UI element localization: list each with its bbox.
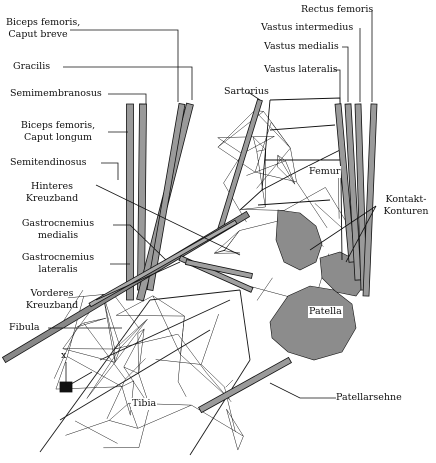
- leader-biceps-breve: [70, 29, 179, 102]
- contact-contour-femur: [275, 209, 323, 271]
- tendon-rectus-femoris: [362, 103, 378, 297]
- leader-semitendinosus: [101, 162, 119, 180]
- leader-lines: [48, 10, 377, 399]
- tendon-biceps-breve: [146, 103, 186, 291]
- coordinate-axes: [59, 362, 93, 393]
- label-tibia: Tibia: [131, 398, 158, 410]
- label-biceps-femoris-breve: Biceps femoris, Caput breve: [6, 17, 81, 40]
- leader-semimembranosus: [108, 93, 147, 104]
- label-vorderes-kreuzband: Vorderes Kreuzband: [25, 288, 79, 311]
- leader-kontakt-a: [309, 205, 377, 251]
- leader-sartorius: [247, 91, 261, 101]
- label-vastus-lateralis: Vastus lateralis: [264, 64, 338, 75]
- label-rectus-femoris: Rectus femoris: [301, 4, 374, 15]
- label-semimembranosus: Semimembranosus: [10, 88, 102, 99]
- label-vastus-medialis: Vastus medialis: [264, 41, 339, 52]
- tendon-biceps-longum: [137, 103, 147, 291]
- tendon-semimembranosus: [126, 103, 134, 301]
- leader-hinteres: [95, 184, 241, 256]
- contact-contours: [269, 209, 369, 361]
- leader-gracilis: [63, 66, 193, 100]
- band-vorderes-kreuzband: [88, 219, 238, 308]
- label-kontakt-konturen: Kontakt- Konturen: [383, 194, 429, 217]
- label-gracilis: Gracilis: [13, 61, 51, 72]
- leader-medialis: [342, 46, 349, 102]
- label-axis-x: x: [61, 350, 67, 361]
- leader-vorderes: [95, 261, 181, 301]
- leader-patellarsehne: [269, 382, 336, 399]
- leader-lateralis: [334, 69, 341, 102]
- label-semitendinosus: Semitendinosus: [10, 157, 87, 168]
- leader-gastro-med: [113, 224, 167, 261]
- label-patellarsehne: Patellarsehne: [336, 392, 402, 403]
- leader-kontakt-b: [345, 205, 377, 263]
- label-gastrocnemius-medialis: Gastrocnemius medialis: [21, 218, 95, 241]
- label-femur: Femur: [308, 166, 342, 178]
- patella-shape: [269, 285, 357, 361]
- tendon-patellarsehne: [197, 356, 293, 414]
- label-sartorius: Sartorius: [224, 86, 269, 97]
- label-biceps-femoris-longum: Biceps femoris, Caput longum: [20, 120, 96, 143]
- tendon-bands: [1, 98, 378, 414]
- label-gastrocnemius-lateralis: Gastrocnemius lateralis: [21, 252, 95, 275]
- band-gastrocnemius-short: [185, 259, 253, 279]
- label-fibula: Fibula: [9, 322, 40, 333]
- label-vastus-intermedius: Vastus intermedius: [261, 22, 354, 33]
- label-patella: Patella: [308, 306, 343, 318]
- label-hinteres-kreuzband: Hinteres Kreuzband: [25, 181, 79, 204]
